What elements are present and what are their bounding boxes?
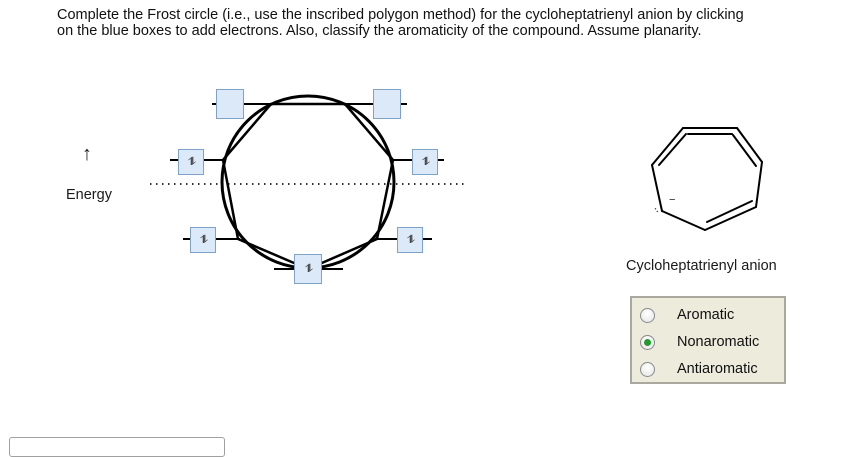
radio-label-aromatic: Aromatic [677, 307, 735, 323]
radio-selected-dot [644, 338, 651, 346]
aromaticity-radio-group: Aromatic Nonaromatic Antiaromatic [630, 296, 786, 384]
instructions-line-1: Complete the Frost circle (i.e., use the… [57, 7, 744, 23]
charge-sign: − [669, 194, 676, 206]
inscribed-heptagon [221, 102, 395, 271]
energy-label: Energy [66, 187, 112, 203]
orbital-box-upper-right[interactable]: ⥮ [412, 149, 438, 175]
radio-circle-aromatic[interactable] [640, 307, 655, 323]
orbital-box-lower-left[interactable]: ⥮ [190, 227, 216, 253]
orbital-box-bottom[interactable]: ⥮ [294, 254, 322, 284]
orbital-box-upper-left[interactable]: ⥮ [178, 149, 204, 175]
instructions-line-2: on the blue boxes to add electrons. Also… [57, 23, 702, 39]
radio-label-antiaromatic: Antiaromatic [677, 361, 758, 377]
radio-aromatic[interactable]: Aromatic [640, 304, 786, 326]
bottom-button-partial[interactable] [9, 437, 225, 457]
molecule-caption: Cycloheptatrienyl anion [626, 258, 777, 274]
orbital-box-top-left[interactable] [216, 89, 244, 119]
radio-label-nonaromatic: Nonaromatic [677, 334, 760, 350]
radio-circle-nonaromatic[interactable] [640, 334, 655, 350]
orbital-box-top-right[interactable] [373, 89, 401, 119]
radio-circle-antiaromatic[interactable] [640, 361, 655, 377]
energy-arrow-icon: ↑ [82, 143, 92, 165]
orbital-box-lower-right[interactable]: ⥮ [397, 227, 423, 253]
radio-antiaromatic[interactable]: Antiaromatic [640, 358, 786, 380]
instructions-text: Complete the Frost circle (i.e., use the… [57, 7, 837, 39]
radio-nonaromatic[interactable]: Nonaromatic [640, 331, 786, 353]
cycloheptatrienyl-structure [651, 127, 763, 231]
